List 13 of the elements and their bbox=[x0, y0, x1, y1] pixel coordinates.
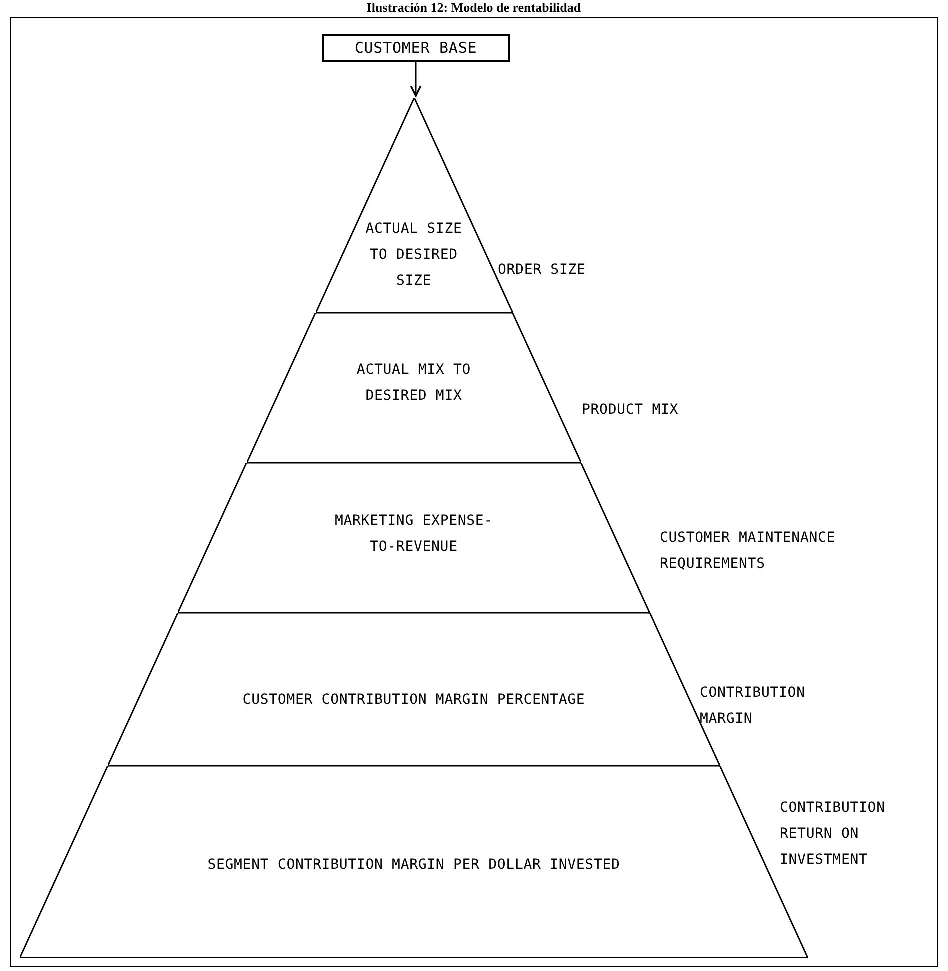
band-text: SEGMENT CONTRIBUTION MARGIN PER DOLLAR INVESTED bbox=[206, 856, 622, 875]
band-text: CUSTOMER CONTRIBUTION MARGIN PERCENTAGE bbox=[242, 691, 586, 710]
side-label: ORDER SIZE bbox=[498, 261, 587, 280]
band-text: ACTUAL MIX TO DESIRED MIX bbox=[356, 361, 472, 406]
figure-title: Ilustración 12: Modelo de rentabilidad bbox=[366, 0, 582, 15]
band-text: MARKETING EXPENSE-TO-REVENUE bbox=[334, 512, 494, 557]
side-label: CONTRIBUTION RETURN ON INVESTMENT bbox=[780, 799, 886, 870]
band-text: ACTUAL SIZE TO DESIRED SIZE bbox=[364, 220, 464, 291]
arrow bbox=[410, 62, 422, 97]
side-label: CUSTOMER MAINTENANCE REQUIREMENTS bbox=[660, 529, 837, 574]
side-label: CONTRIBUTION MARGIN bbox=[700, 684, 806, 729]
side-label: PRODUCT MIX bbox=[582, 401, 680, 420]
label-box: CUSTOMER BASE bbox=[322, 34, 510, 62]
